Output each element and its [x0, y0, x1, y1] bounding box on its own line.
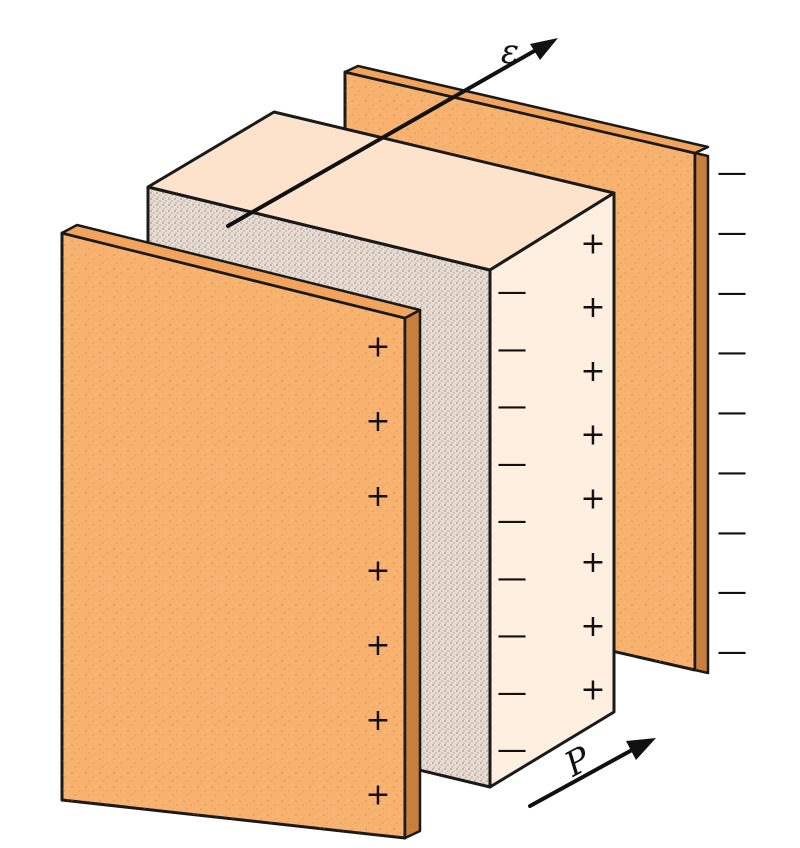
front-plate-positive-charges: + + + + + + + [365, 330, 390, 813]
positive-charge: + [365, 628, 390, 663]
positive-charge: + [580, 673, 605, 708]
negative-charge: — [497, 275, 527, 310]
negative-charge: — [497, 733, 527, 768]
negative-charge: — [497, 675, 527, 710]
negative-charge: — [497, 618, 527, 653]
positive-charge: + [580, 354, 605, 389]
polarization-vector-label: P [558, 738, 599, 785]
positive-charge: + [580, 418, 605, 453]
positive-charge: + [365, 778, 390, 813]
negative-charge: — [717, 575, 747, 610]
negative-charge: — [717, 275, 747, 310]
negative-charge: — [717, 335, 747, 370]
positive-charge: + [580, 609, 605, 644]
dielectric-front-face [488, 191, 616, 789]
field-vector-label: ε [501, 32, 519, 72]
negative-charge: — [717, 395, 747, 430]
negative-charge: — [497, 561, 527, 596]
positive-charge: + [365, 703, 390, 738]
dielectric-positive-charges: + + + + + + + + [580, 227, 605, 708]
positive-charge: + [365, 554, 390, 589]
positive-charge: + [580, 545, 605, 580]
negative-charge: — [717, 156, 747, 191]
back-plate-top-edge [343, 64, 710, 155]
negative-charge: — [717, 635, 747, 670]
positive-charge: + [365, 330, 390, 365]
positive-charge: + [580, 227, 605, 262]
front-plate [60, 223, 422, 840]
negative-charge: — [717, 515, 747, 550]
positive-charge: + [365, 404, 390, 439]
positive-charge: + [365, 479, 390, 514]
negative-charge: — [717, 215, 747, 250]
front-plate-edge [403, 308, 422, 840]
positive-charge: + [580, 481, 605, 516]
field-vector-arrow [226, 38, 558, 228]
polarization-vector-arrow [528, 738, 656, 808]
positive-charge: + [580, 290, 605, 325]
back-plate-negative-charges: — — — — — — — — — [717, 156, 747, 670]
front-plate-top-edge [60, 223, 422, 320]
negative-charge: — [497, 332, 527, 367]
negative-charge: — [717, 455, 747, 490]
negative-charge: — [497, 504, 527, 539]
negative-charge: — [497, 389, 527, 424]
negative-charge: — [497, 446, 527, 481]
back-plate-edge [693, 151, 710, 675]
dielectric-negative-charges: — — — — — — — — — [497, 275, 527, 768]
